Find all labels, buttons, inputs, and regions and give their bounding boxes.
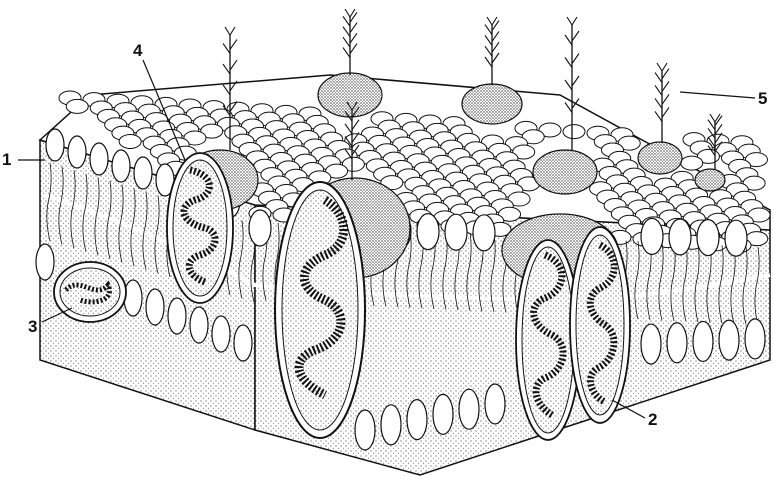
lipid-head-edge (641, 218, 663, 254)
sugar-branch (657, 63, 662, 71)
lipid-head-edge (46, 129, 64, 161)
sugar-branch (655, 85, 662, 95)
sugar-branch (655, 98, 662, 108)
sugar-branch (715, 124, 722, 134)
sugar-branch (662, 94, 669, 104)
lipid-head-edge (249, 210, 271, 246)
sugar-branch (565, 80, 572, 90)
lipid-head-lower (124, 280, 142, 316)
sugar-branch (350, 23, 357, 33)
surface-protein-4 (638, 142, 682, 174)
lipid-head-edge (112, 150, 130, 182)
sugar-branch (572, 31, 579, 41)
lipid-head (563, 125, 585, 139)
sugar-branch (567, 17, 572, 25)
sugar-branch (492, 53, 499, 63)
lipid-head (119, 135, 141, 149)
sugar-branch (225, 27, 230, 35)
lipid-head-edge (669, 219, 691, 255)
sugar-branch (492, 31, 499, 41)
sugar-branch (492, 42, 499, 52)
sugar-branch (343, 48, 350, 58)
sugar-branch (572, 54, 579, 64)
sugar-branch (655, 111, 662, 121)
label-5: 5 (758, 89, 767, 108)
surface-protein-1 (318, 73, 382, 117)
sugar-branch (345, 9, 350, 17)
sugar-branch (710, 114, 715, 122)
surface-protein-3 (533, 150, 597, 194)
lipid-head-lower (693, 321, 713, 361)
lipid-head-lower (459, 389, 479, 429)
sugar-branch (485, 25, 492, 35)
sugar-branch (230, 60, 237, 70)
surface-protein-2 (462, 84, 522, 124)
sugar-branch (492, 21, 499, 31)
lipid-head-lower (381, 405, 401, 445)
lipid-head-lower (485, 384, 505, 424)
label-3: 3 (28, 317, 37, 336)
protein-2-left-inner (522, 247, 574, 433)
lipid-head-lower (190, 307, 208, 343)
sugar-branch (655, 73, 662, 83)
lipid-head-edge (90, 143, 108, 175)
label-4: 4 (133, 41, 143, 60)
sugar-branch (343, 37, 350, 47)
sugar-branch (572, 76, 579, 86)
sugar-branch (565, 35, 572, 45)
lipid-head-lower (407, 400, 427, 440)
lipid-head-lower (433, 394, 453, 434)
lipid-head-edge (473, 215, 495, 251)
lipid-head-lower (641, 324, 661, 364)
sugar-branch (485, 35, 492, 45)
sugar-branch (230, 39, 237, 49)
sugar-branch (565, 58, 572, 68)
lipid-head-lower (212, 316, 230, 352)
leader-line-5 (680, 92, 755, 98)
surface-protein-5 (695, 169, 725, 191)
sugar-branch (343, 16, 350, 26)
sugar-branch (485, 57, 492, 67)
lipid-head-lower (745, 319, 765, 359)
lipid-head-edge (697, 220, 719, 256)
lipid-head-edge (417, 214, 439, 250)
sugar-branch (485, 46, 492, 56)
lipid-head-lower (146, 289, 164, 325)
lipid-head-lower (168, 298, 186, 334)
label-2: 2 (648, 410, 657, 429)
sugar-branch (350, 33, 357, 43)
lipid-head-lower (667, 323, 687, 363)
sugar-branch (715, 114, 720, 122)
sugar-branch (487, 17, 492, 25)
lipid-head-edge (68, 136, 86, 168)
sugar-branch (343, 27, 350, 37)
sugar-branch (223, 64, 230, 74)
label-1: 1 (2, 150, 11, 169)
sugar-branch (350, 12, 357, 22)
lipid-head-lower (719, 320, 739, 360)
lipid-head-edge (134, 157, 152, 189)
sugar-branch (230, 27, 235, 35)
lipid-head (66, 99, 88, 113)
lipid-head-lower (355, 410, 375, 450)
sugar-branch (662, 107, 669, 117)
lipid-head (681, 156, 703, 170)
lipid-head-edge (725, 220, 747, 256)
lipid-head-edge (445, 214, 467, 250)
sugar-branch (662, 63, 667, 71)
sugar-branch (572, 17, 577, 25)
lipid-head-lower (234, 325, 252, 361)
lipid-head-lower (36, 244, 54, 280)
sugar-branch (350, 44, 357, 54)
sugar-branch (662, 81, 669, 91)
sugar-branch (223, 43, 230, 53)
